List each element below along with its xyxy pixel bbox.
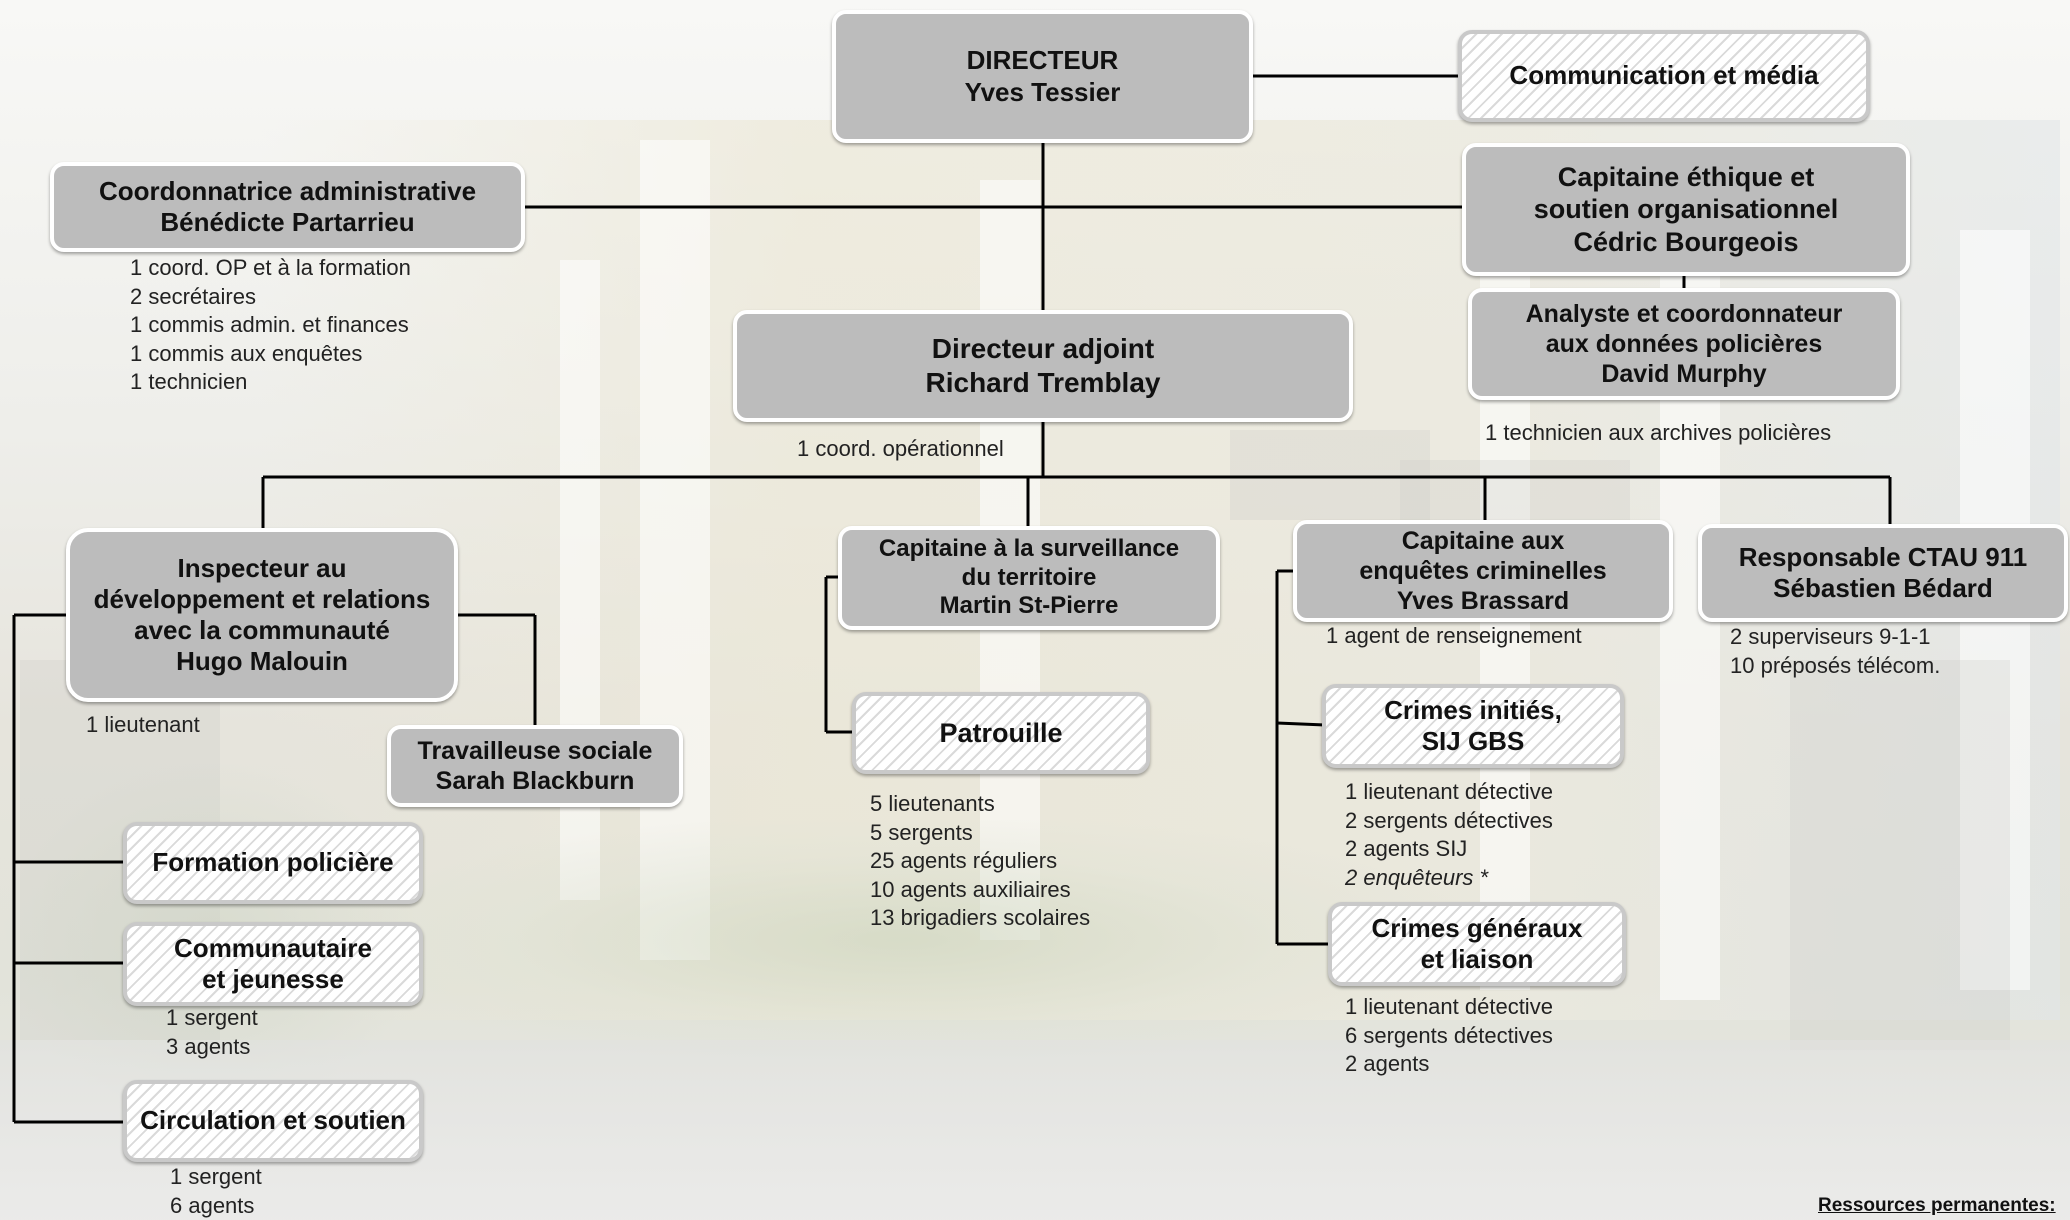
analyste-title-1: Analyste et coordonnateur: [1525, 300, 1843, 328]
communautaire-jeunesse-line-2: et jeunesse: [202, 964, 344, 994]
directeur-adjoint-title: Directeur adjoint: [931, 333, 1155, 365]
communication-media-label: Communication et média: [1509, 60, 1819, 91]
analyste-name: David Murphy: [1601, 360, 1767, 388]
travailleuse-sociale-box: Travailleuse sociale Sarah Blackburn: [387, 725, 683, 807]
staff-item: 1 commis admin. et finances: [130, 312, 409, 337]
capitaine-ethique-box: Capitaine éthique et soutien organisatio…: [1462, 143, 1910, 276]
staff-item: 1 lieutenant détective: [1345, 779, 1553, 804]
circulation-soutien-box: Circulation et soutien: [123, 1080, 423, 1162]
coordonnatrice-staff-list: 1 coord. OP et à la formation 2 secrétai…: [130, 254, 411, 397]
directeur-adjoint-name: Richard Tremblay: [925, 367, 1161, 398]
inspecteur-title-3: avec la communauté: [134, 615, 390, 645]
staff-item: 1 lieutenant détective: [1345, 994, 1553, 1019]
crimes-generaux-staff-list: 1 lieutenant détective 6 sergents détect…: [1345, 993, 1553, 1079]
formation-policiere-box: Formation policière: [123, 822, 423, 904]
ctau-staff-list: 2 superviseurs 9-1-1 10 préposés télécom…: [1730, 623, 1940, 680]
inspecteur-staff: 1 lieutenant: [86, 712, 200, 737]
capitaine-ethique-title-2: soutien organisationnel: [1533, 194, 1839, 225]
directeur-title: DIRECTEUR: [966, 45, 1119, 76]
inspecteur-title-2: développement et relations: [93, 583, 431, 614]
ctau-911-name: Sébastien Bédard: [1773, 573, 1993, 603]
directeur-box: DIRECTEUR Yves Tessier: [832, 10, 1253, 143]
coordonnatrice-name: Bénédicte Partarrieu: [160, 207, 415, 237]
capitaine-surveillance-box: Capitaine à la surveillance du territoir…: [838, 526, 1220, 630]
staff-item: 2 sergents détectives: [1345, 807, 1553, 833]
staff-item: 1 commis aux enquêtes: [130, 340, 363, 366]
staff-item: 5 lieutenants: [870, 791, 995, 816]
staff-item: 25 agents réguliers: [870, 848, 1058, 873]
crimes-generaux-line-1: Crimes généraux: [1371, 912, 1583, 943]
patrouille-label: Patrouille: [939, 717, 1063, 748]
ctau-911-box: Responsable CTAU 911 Sébastien Bédard: [1698, 524, 2068, 622]
staff-item: 6 agents: [170, 1192, 255, 1218]
ctau-911-title: Responsable CTAU 911: [1738, 541, 2028, 572]
crimes-generaux-line-2: et liaison: [1420, 944, 1534, 974]
patrouille-staff-list: 5 lieutenants 5 sergents 25 agents régul…: [870, 790, 1090, 933]
analyste-box: Analyste et coordonnateur aux données po…: [1468, 288, 1900, 400]
staff-item: 10 agents auxiliaires: [870, 876, 1071, 902]
communautaire-staff-list: 1 sergent 3 agents: [166, 1004, 258, 1061]
capitaine-enquetes-box: Capitaine aux enquêtes criminelles Yves …: [1293, 520, 1673, 622]
capitaine-surveillance-name: Martin St-Pierre: [939, 592, 1119, 620]
staff-item: 6 sergents détectives: [1345, 1022, 1553, 1048]
staff-item: 2 secrétaires: [130, 283, 256, 309]
circulation-soutien-label: Circulation et soutien: [140, 1105, 406, 1136]
directeur-name: Yves Tessier: [964, 76, 1121, 107]
capitaine-ethique-name: Cédric Bourgeois: [1573, 226, 1799, 257]
staff-item: 2 enquêteurs *: [1345, 864, 1489, 890]
capitaine-enquetes-title-2: enquêtes criminelles: [1359, 557, 1607, 585]
circulation-staff-list: 1 sergent 6 agents: [170, 1163, 262, 1220]
analyste-title-2: aux données policières: [1545, 330, 1823, 358]
crimes-inities-line-2: SIJ GBS: [1421, 726, 1525, 756]
directeur-adjoint-box: Directeur adjoint Richard Tremblay: [733, 310, 1353, 422]
directeur-adjoint-staff: 1 coord. opérationnel: [797, 436, 1004, 461]
inspecteur-title-1: Inspecteur au: [177, 552, 347, 583]
inspecteur-box: Inspecteur au développement et relations…: [66, 528, 458, 702]
crimes-inities-staff-list: 1 lieutenant détective 2 sergents détect…: [1345, 778, 1553, 892]
staff-item: 5 sergents: [870, 819, 973, 845]
communication-media-box: Communication et média: [1458, 30, 1870, 122]
travailleuse-sociale-title: Travailleuse sociale: [417, 737, 653, 765]
communautaire-jeunesse-box: Communautaire et jeunesse: [123, 922, 423, 1006]
crimes-generaux-box: Crimes généraux et liaison: [1328, 902, 1626, 986]
staff-item: 2 agents SIJ: [1345, 836, 1468, 861]
staff-item: 13 brigadiers scolaires: [870, 905, 1091, 930]
capitaine-ethique-title-1: Capitaine éthique et: [1557, 161, 1815, 192]
crimes-inities-box: Crimes initiés, SIJ GBS: [1322, 684, 1624, 768]
crimes-inities-line-1: Crimes initiés,: [1384, 694, 1562, 725]
staff-item: 1 technicien: [130, 369, 248, 394]
staff-item: 3 agents: [166, 1033, 251, 1059]
staff-item: 2 superviseurs 9-1-1: [1730, 624, 1931, 649]
staff-item: 1 sergent: [166, 1005, 258, 1030]
inspecteur-name: Hugo Malouin: [176, 646, 348, 677]
capitaine-enquetes-staff: 1 agent de renseignement: [1326, 623, 1582, 648]
travailleuse-sociale-name: Sarah Blackburn: [435, 767, 635, 795]
communautaire-jeunesse-line-1: Communautaire: [174, 932, 372, 963]
ressources-permanentes-label: Ressources permanentes:: [1818, 1195, 2056, 1216]
analyste-staff: 1 technicien aux archives policières: [1485, 420, 1832, 445]
coordonnatrice-box: Coordonnatrice administrative Bénédicte …: [50, 162, 525, 252]
capitaine-enquetes-title-1: Capitaine aux: [1401, 527, 1565, 555]
staff-item: 1 coord. OP et à la formation: [130, 255, 411, 280]
formation-policiere-label: Formation policière: [152, 847, 394, 878]
coordonnatrice-title: Coordonnatrice administrative: [98, 175, 477, 206]
capitaine-surveillance-title-2: du territoire: [961, 563, 1097, 591]
staff-item: 10 préposés télécom.: [1730, 652, 1941, 678]
staff-item: 1 sergent: [170, 1164, 262, 1189]
patrouille-box: Patrouille: [852, 692, 1150, 774]
capitaine-enquetes-name: Yves Brassard: [1396, 587, 1570, 615]
capitaine-surveillance-title-1: Capitaine à la surveillance: [878, 534, 1180, 562]
staff-item: 2 agents: [1345, 1051, 1430, 1076]
